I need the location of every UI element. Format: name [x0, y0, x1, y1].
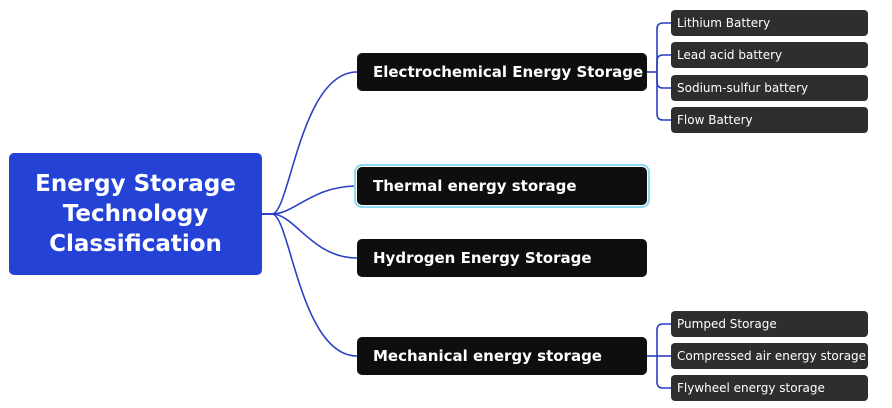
leaf-label: Sodium-sulfur battery	[677, 81, 809, 95]
branch-node-thermal[interactable]: Thermal energy storage	[357, 167, 647, 205]
branch-node-hydrogen[interactable]: Hydrogen Energy Storage	[357, 239, 647, 277]
connector-to-flow-battery	[656, 72, 671, 121]
branch-label: Electrochemical Energy Storage	[373, 63, 644, 81]
leaf-node-compressed-air-energy-storage[interactable]: Compressed air energy storage	[671, 343, 868, 369]
branch-node-electrochemical[interactable]: Electrochemical Energy Storage	[357, 53, 647, 91]
leaf-label: Lead acid battery	[677, 48, 783, 62]
leaf-node-flow-battery[interactable]: Flow Battery	[671, 107, 868, 133]
connector-to-sodium-sulfur-battery	[656, 72, 671, 89]
leaf-label: Flow Battery	[677, 113, 753, 127]
leaf-node-sodium-sulfur-battery[interactable]: Sodium-sulfur battery	[671, 75, 868, 101]
branch-label: Thermal energy storage	[373, 177, 577, 195]
leaf-label: Flywheel energy storage	[677, 381, 825, 395]
connector-to-lead-acid-battery	[656, 54, 671, 72]
leaf-label: Lithium Battery	[677, 16, 771, 30]
connector-root-to-thermal	[262, 185, 358, 215]
leaf-node-lead-acid-battery[interactable]: Lead acid battery	[671, 42, 868, 68]
root-topic-node[interactable]: Energy Storage Technology Classification	[9, 153, 262, 275]
connector-root-to-mechanical	[262, 213, 358, 357]
leaf-node-flywheel-energy-storage[interactable]: Flywheel energy storage	[671, 375, 868, 401]
connector-root-to-electrochemical	[262, 71, 358, 215]
branch-node-mechanical[interactable]: Mechanical energy storage	[357, 337, 647, 375]
leaf-label: Compressed air energy storage	[677, 349, 867, 363]
connector-to-pumped-storage	[656, 323, 671, 356]
leaf-node-pumped-storage[interactable]: Pumped Storage	[671, 311, 868, 337]
connector-root-to-hydrogen	[262, 213, 358, 259]
branch-label: Mechanical energy storage	[373, 347, 602, 365]
root-topic-label: Energy Storage Technology Classification	[35, 171, 236, 257]
branch-label: Hydrogen Energy Storage	[373, 249, 592, 267]
connector-to-lithium-battery	[656, 22, 671, 72]
connector-to-flywheel	[656, 356, 671, 389]
leaf-node-lithium-battery[interactable]: Lithium Battery	[671, 10, 868, 36]
leaf-label: Pumped Storage	[677, 317, 777, 331]
